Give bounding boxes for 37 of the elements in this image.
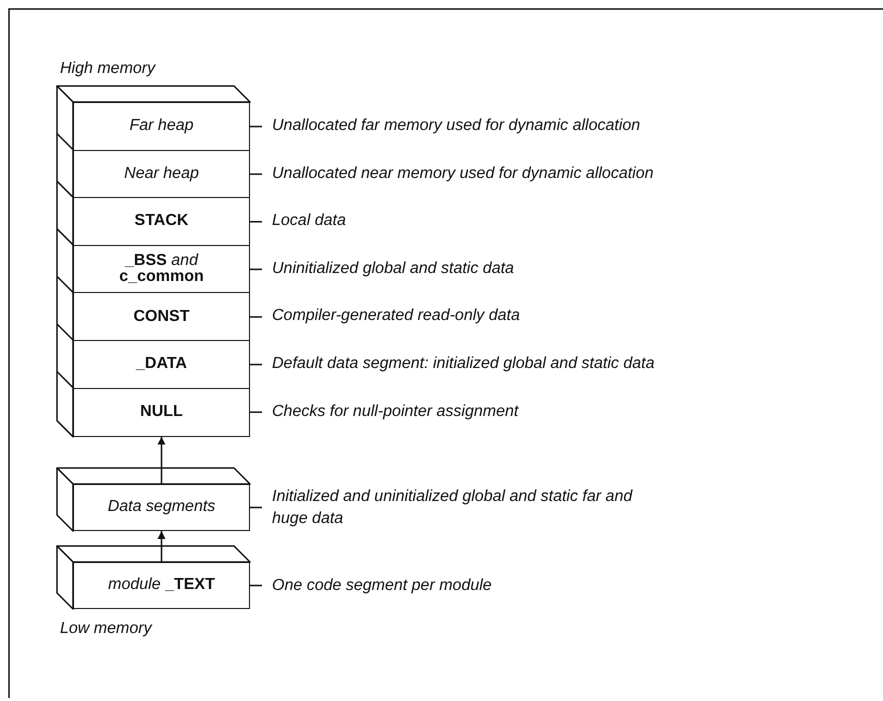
memory-segment [73, 388, 250, 437]
segment-label: CONST [134, 308, 190, 326]
segment-label: module _TEXT [108, 577, 215, 594]
arrow [158, 531, 166, 562]
leader-line [250, 126, 262, 128]
leader-line [250, 411, 262, 413]
description-text: Initialized and uninitialized global and static far and huge data [272, 487, 634, 529]
memory-end-label: High memory [60, 60, 156, 78]
description-text: Uninitialized global and static data [272, 258, 514, 279]
memory-segment [73, 292, 250, 342]
leader-line [250, 364, 262, 366]
description-text: Default data segment: initialized global and static data [272, 354, 654, 374]
description-text: One code segment per module [272, 576, 492, 596]
memory-segment [73, 244, 250, 294]
segment-label: Far heap [129, 118, 194, 135]
description-text: Unallocated near memory used for dynamic allocation [272, 164, 654, 184]
leader-line [250, 584, 262, 586]
description-text: Local data [272, 211, 346, 232]
leader-line [250, 506, 262, 508]
description-text: Checks for null-pointer assignment [272, 402, 518, 422]
memory-segment [73, 197, 250, 246]
segment-label: NULL [140, 404, 183, 421]
segment-label: Data segments [108, 499, 216, 516]
memory-segment [73, 340, 250, 390]
leader-line [250, 316, 262, 318]
segment-label: _DATA [136, 356, 187, 373]
leader-line [250, 221, 262, 222]
segment-label: STACK [134, 213, 188, 230]
segment-label: Near heap [124, 166, 199, 183]
arrow [158, 436, 166, 484]
description-text: Unallocated far memory used for dynamic allocation [272, 116, 640, 136]
heap-segment [73, 150, 250, 199]
leader-line [250, 268, 262, 270]
leader-line [250, 173, 262, 175]
memory-end-label: Low memory [60, 620, 152, 638]
segment-label: _BSS and c_common [118, 252, 205, 286]
description-text: Compiler-generated read-only data [272, 306, 520, 326]
